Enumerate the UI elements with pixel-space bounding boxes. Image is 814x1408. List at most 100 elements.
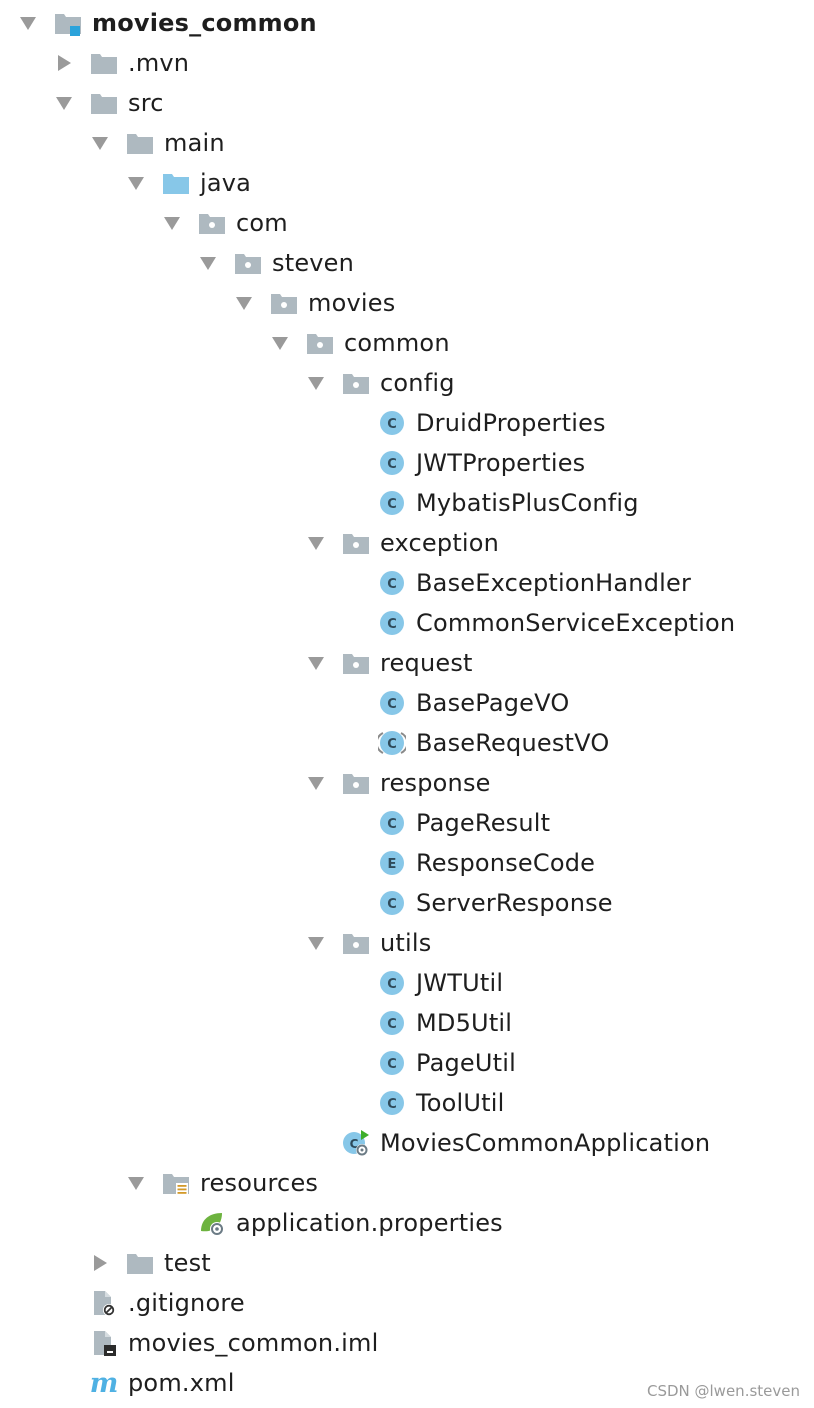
gitignore-file-icon xyxy=(90,1289,118,1317)
tree-node[interactable]: resources xyxy=(0,1163,814,1203)
package-icon xyxy=(342,769,370,797)
tree-node[interactable]: steven xyxy=(0,243,814,283)
expand-arrow-icon[interactable] xyxy=(307,534,325,552)
package-icon xyxy=(342,929,370,957)
package-icon xyxy=(342,529,370,557)
class-icon: C xyxy=(378,889,406,917)
tree-node-label: PageUtil xyxy=(416,1049,517,1077)
expand-arrow-icon[interactable] xyxy=(307,654,325,672)
tree-node-label: movies_common xyxy=(92,9,317,37)
expand-arrow-icon[interactable] xyxy=(307,774,325,792)
svg-text:C: C xyxy=(350,1137,359,1151)
expand-arrow-icon[interactable] xyxy=(19,14,37,32)
tree-node-label: BasePageVO xyxy=(416,689,570,717)
tree-node[interactable]: main xyxy=(0,123,814,163)
class-icon: C xyxy=(378,969,406,997)
folder-icon xyxy=(90,89,118,117)
tree-node[interactable]: movies_common xyxy=(0,3,814,43)
tree-node[interactable]: C PageResult xyxy=(0,803,814,843)
tree-node-label: com xyxy=(236,209,288,237)
tree-node[interactable]: movies_common.iml xyxy=(0,1323,814,1363)
expand-arrow-icon[interactable] xyxy=(163,214,181,232)
spring-boot-app-icon: C xyxy=(342,1129,370,1157)
tree-node-label: application.properties xyxy=(236,1209,503,1237)
tree-node-label: java xyxy=(200,169,252,197)
class-icon: C xyxy=(378,409,406,437)
tree-node[interactable]: C BasePageVO xyxy=(0,683,814,723)
tree-node-label: ResponseCode xyxy=(416,849,596,877)
class-icon: C xyxy=(378,689,406,717)
expand-arrow-icon[interactable] xyxy=(199,254,217,272)
tree-node[interactable]: C MybatisPlusConfig xyxy=(0,483,814,523)
expand-arrow-icon[interactable] xyxy=(127,1174,145,1192)
tree-node-label: PageResult xyxy=(416,809,551,837)
expand-arrow-icon[interactable] xyxy=(235,294,253,312)
tree-node[interactable]: C JWTProperties xyxy=(0,443,814,483)
tree-node-label: ServerResponse xyxy=(416,889,613,917)
tree-node[interactable]: request xyxy=(0,643,814,683)
svg-text:C: C xyxy=(387,1017,397,1032)
expand-arrow-icon[interactable] xyxy=(91,134,109,152)
tree-node[interactable]: config xyxy=(0,363,814,403)
package-icon xyxy=(306,329,334,357)
tree-node[interactable]: common xyxy=(0,323,814,363)
tree-node-label: MoviesCommonApplication xyxy=(380,1129,711,1157)
class-icon: C xyxy=(378,1089,406,1117)
collapse-arrow-icon[interactable] xyxy=(55,54,73,72)
module-folder-icon xyxy=(54,9,82,37)
svg-text:C: C xyxy=(387,497,397,512)
tree-node-label: movies_common.iml xyxy=(128,1329,379,1357)
tree-node[interactable]: C BaseExceptionHandler xyxy=(0,563,814,603)
tree-node[interactable]: exception xyxy=(0,523,814,563)
spring-properties-icon xyxy=(198,1209,226,1237)
svg-text:C: C xyxy=(387,417,397,432)
tree-node[interactable]: C ToolUtil xyxy=(0,1083,814,1123)
svg-text:C: C xyxy=(387,697,397,712)
tree-node[interactable]: E ResponseCode xyxy=(0,843,814,883)
tree-node[interactable]: C PageUtil xyxy=(0,1043,814,1083)
collapse-arrow-icon[interactable] xyxy=(91,1254,109,1272)
tree-node[interactable]: .gitignore xyxy=(0,1283,814,1323)
tree-node[interactable]: C MoviesCommonApplication xyxy=(0,1123,814,1163)
svg-text:C: C xyxy=(387,737,397,752)
tree-node[interactable]: C CommonServiceException xyxy=(0,603,814,643)
package-icon xyxy=(342,369,370,397)
tree-node[interactable]: m pom.xml xyxy=(0,1363,814,1403)
expand-arrow-icon[interactable] xyxy=(55,94,73,112)
tree-node-label: JWTProperties xyxy=(416,449,586,477)
class-icon: C xyxy=(378,1009,406,1037)
tree-node-label: pom.xml xyxy=(128,1369,235,1397)
tree-node[interactable]: C MD5Util xyxy=(0,1003,814,1043)
svg-text:C: C xyxy=(387,1057,397,1072)
tree-node[interactable]: application.properties xyxy=(0,1203,814,1243)
svg-text:C: C xyxy=(387,897,397,912)
tree-node[interactable]: movies xyxy=(0,283,814,323)
tree-node[interactable]: src xyxy=(0,83,814,123)
tree-node[interactable]: response xyxy=(0,763,814,803)
package-icon xyxy=(234,249,262,277)
tree-node[interactable]: com xyxy=(0,203,814,243)
tree-node[interactable]: test xyxy=(0,1243,814,1283)
package-icon xyxy=(342,649,370,677)
package-icon xyxy=(270,289,298,317)
iml-file-icon xyxy=(90,1329,118,1357)
class-icon: C xyxy=(378,489,406,517)
expand-arrow-icon[interactable] xyxy=(127,174,145,192)
svg-text:C: C xyxy=(387,977,397,992)
tree-node[interactable]: C BaseRequestVO xyxy=(0,723,814,763)
expand-arrow-icon[interactable] xyxy=(307,374,325,392)
tree-node[interactable]: utils xyxy=(0,923,814,963)
svg-text:m: m xyxy=(90,1369,118,1397)
tree-node-label: test xyxy=(164,1249,211,1277)
tree-node-label: response xyxy=(380,769,491,797)
tree-node[interactable]: C DruidProperties xyxy=(0,403,814,443)
tree-node[interactable]: .mvn xyxy=(0,43,814,83)
tree-node[interactable]: java xyxy=(0,163,814,203)
expand-arrow-icon[interactable] xyxy=(271,334,289,352)
tree-node[interactable]: C ServerResponse xyxy=(0,883,814,923)
tree-node-label: DruidProperties xyxy=(416,409,606,437)
tree-node-label: src xyxy=(128,89,164,117)
tree-node[interactable]: C JWTUtil xyxy=(0,963,814,1003)
expand-arrow-icon[interactable] xyxy=(307,934,325,952)
resources-folder-icon xyxy=(162,1169,190,1197)
